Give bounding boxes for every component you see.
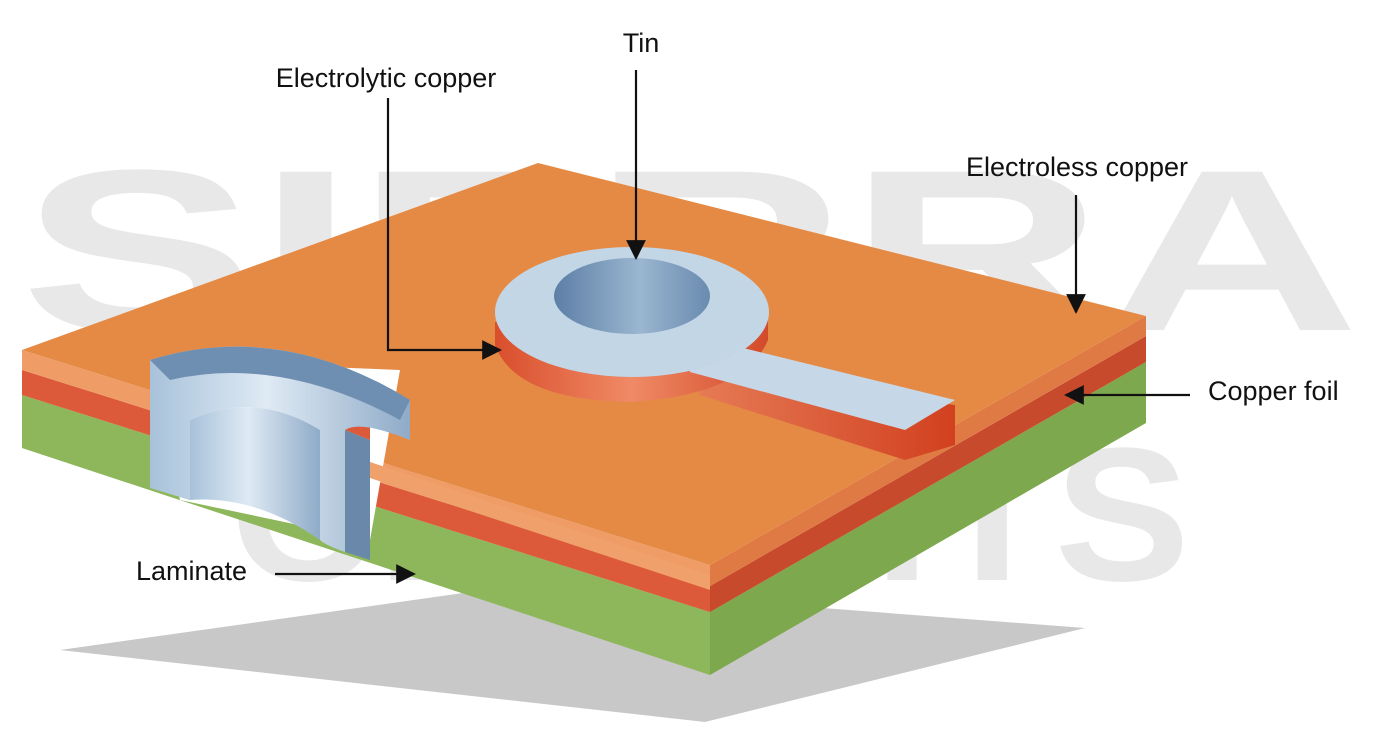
tin-pad [495, 247, 955, 460]
label-copper-foil: Copper foil [1208, 376, 1339, 406]
label-electrolytic-copper: Electrolytic copper [276, 63, 497, 93]
board-shadow [60, 585, 1085, 722]
label-laminate: Laminate [136, 556, 247, 586]
cutaway-via [150, 346, 710, 590]
laminate-right-side [710, 362, 1146, 675]
annotations [275, 70, 1190, 584]
electrolytic-copper-arrow [386, 98, 502, 360]
labels: Tin Electrolytic copper Electroless copp… [136, 28, 1339, 586]
label-tin: Tin [623, 28, 660, 58]
copper-foil-right-side [710, 336, 1146, 612]
label-electroless-copper: Electroless copper [966, 152, 1188, 182]
